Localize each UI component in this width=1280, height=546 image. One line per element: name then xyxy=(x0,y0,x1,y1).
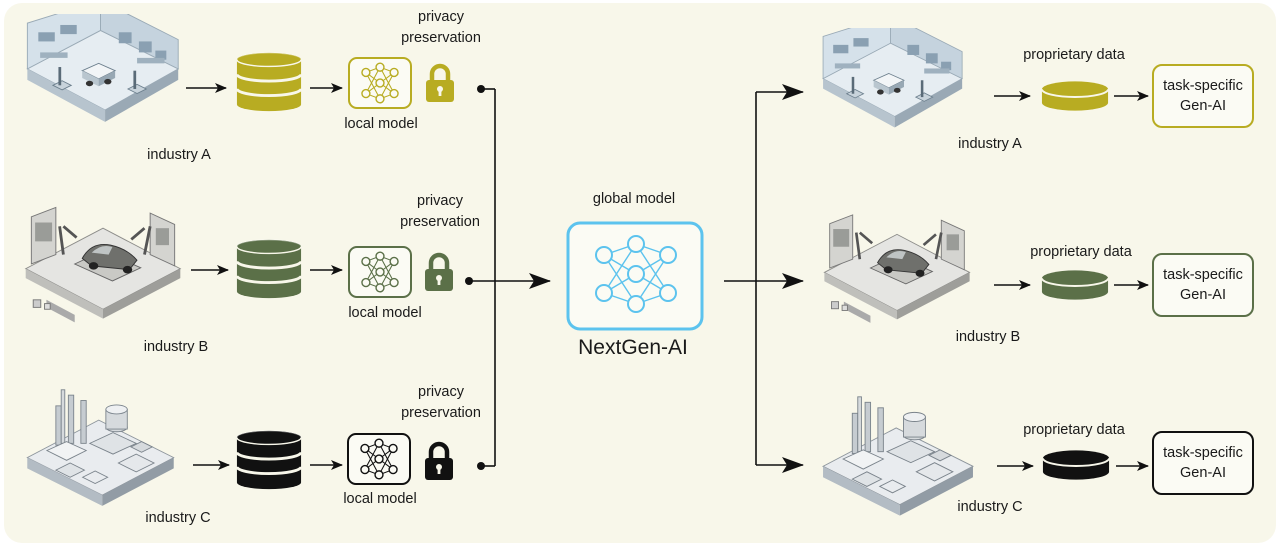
industry-a-factory-icon xyxy=(822,28,963,128)
local-model-a-label: local model xyxy=(344,116,418,132)
privacy-a-line1: privacy xyxy=(418,9,464,25)
privacy-c-line2: preservation xyxy=(401,405,481,421)
genai-b-line1: task-specific xyxy=(1163,267,1243,283)
right-industry-b-label: industry B xyxy=(955,329,1021,345)
right-industry-c-label: industry C xyxy=(957,499,1023,515)
global-model-box xyxy=(566,221,704,331)
proprietary-data-c-label: proprietary data xyxy=(1023,422,1125,438)
genai-c-line1: task-specific xyxy=(1163,445,1243,461)
industry-c-database-icon xyxy=(235,429,303,491)
industry-b-local-model xyxy=(348,246,412,298)
privacy-b-line1: privacy xyxy=(417,193,463,209)
industry-c-industrial-city-icon xyxy=(26,389,175,507)
industry-a-lock-icon xyxy=(426,66,454,102)
aggregation-connector xyxy=(481,88,496,467)
industry-c-local-model xyxy=(347,433,411,485)
global-model-title: global model xyxy=(592,191,676,207)
industry-b-proprietary-data-icon xyxy=(1040,269,1110,301)
industry-b-lock-icon xyxy=(425,255,453,291)
proprietary-data-a-label: proprietary data xyxy=(1023,47,1125,63)
right-industry-a-label: industry A xyxy=(958,136,1022,152)
local-model-c-label: local model xyxy=(343,491,417,507)
local-model-b-label: local model xyxy=(348,305,422,321)
left-industry-a-label: industry A xyxy=(147,147,211,163)
genai-b-line2: Gen-AI xyxy=(1180,287,1226,303)
industry-a-database-icon xyxy=(235,51,303,113)
industry-c-lock-icon xyxy=(425,444,453,480)
privacy-b-line2: preservation xyxy=(400,214,480,230)
genai-a-line1: task-specific xyxy=(1163,78,1243,94)
industry-a-local-model xyxy=(348,57,412,109)
genai-c-line2: Gen-AI xyxy=(1180,465,1226,481)
genai-a-line2: Gen-AI xyxy=(1180,98,1226,114)
industry-b-automotive-plant-icon xyxy=(822,213,972,330)
proprietary-data-b-label: proprietary data xyxy=(1030,244,1132,260)
global-neural-network-icon xyxy=(595,235,677,313)
connector-dot xyxy=(477,462,485,470)
left-industry-c-label: industry C xyxy=(145,510,211,526)
privacy-c-line1: privacy xyxy=(418,384,464,400)
distribution-connector xyxy=(724,92,757,465)
nextgen-ai-label: NextGen-AI xyxy=(578,336,688,359)
left-industry-b-label: industry B xyxy=(143,339,209,355)
industry-a-factory-icon xyxy=(26,14,179,123)
connector-dot xyxy=(477,85,485,93)
industry-b-database-icon xyxy=(235,238,303,300)
industry-c-proprietary-data-icon xyxy=(1041,449,1111,481)
industry-a-proprietary-data-icon xyxy=(1040,80,1110,112)
industry-c-industrial-city-icon xyxy=(822,396,974,517)
privacy-a-line2: preservation xyxy=(401,30,481,46)
